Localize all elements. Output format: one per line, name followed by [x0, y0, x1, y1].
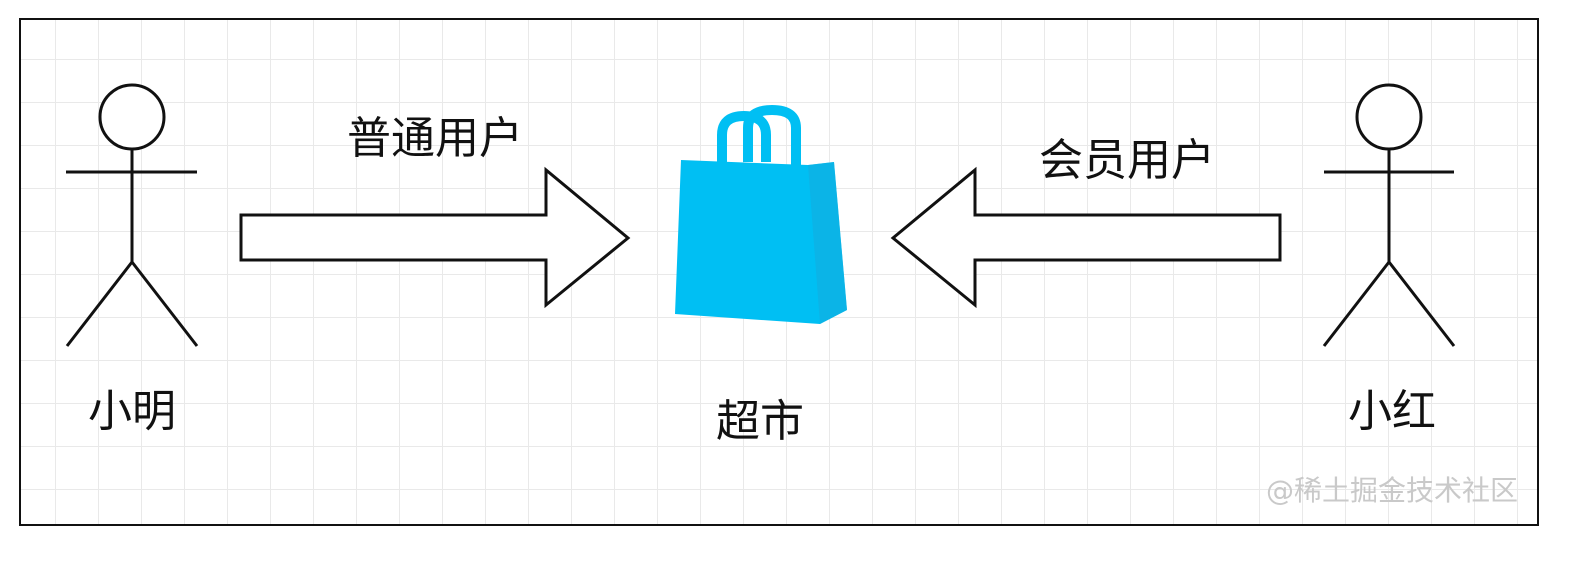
actor-right-name: 小红 [1348, 386, 1436, 437]
arrow-left-label: 普通用户 [347, 113, 523, 164]
bag-handle-right [743, 104, 801, 166]
actor-right-figure [1322, 83, 1456, 347]
bag-side-shade [808, 162, 847, 324]
actor-left-name: 小明 [88, 386, 176, 437]
center-label: 超市 [716, 396, 804, 447]
bag-body [675, 160, 847, 324]
actor-left-leg-left [65, 261, 134, 347]
actor-right-leg-right [1387, 261, 1456, 347]
bag-handle-left [717, 110, 771, 162]
arrow-right-label: 会员用户 [1039, 135, 1215, 186]
actor-right-leg-left [1322, 261, 1391, 347]
actor-left-figure [65, 83, 199, 347]
arrow-right-to-store [890, 166, 1282, 309]
shopping-bag-icon [675, 104, 847, 324]
arrow-left-to-store [239, 166, 631, 309]
actor-right-head [1355, 83, 1423, 151]
actor-left-head [98, 83, 166, 151]
actor-left-leg-right [130, 261, 199, 347]
watermark: @稀土掘金技术社区 [1266, 474, 1518, 507]
